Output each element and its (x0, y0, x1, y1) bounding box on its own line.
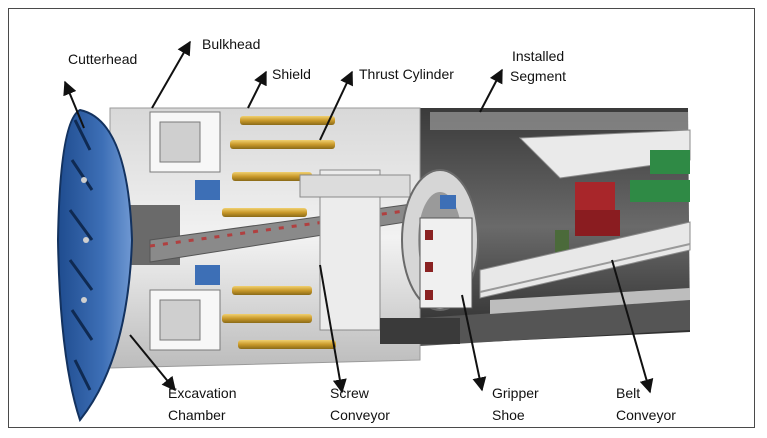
central-frame (299, 169, 411, 331)
shield-label: Shield (272, 66, 311, 82)
excavation-chamber-label-line1: Excavation (168, 385, 237, 401)
cutterhead (56, 108, 134, 423)
installed-segment-arrow (479, 68, 503, 113)
cutterhead-label: Cutterhead (68, 51, 138, 67)
thrust-cylinder-label: Thrust Cylinder (359, 66, 454, 82)
installed-segment-label-line2: Segment (510, 68, 567, 84)
bulkhead-label: Bulkhead (202, 36, 261, 52)
excavation-chamber-label-line2: Chamber (168, 407, 226, 423)
gripper-shoe-label-line2: Shoe (492, 407, 525, 423)
excavation-chamber-arrow (129, 334, 176, 392)
screw-conveyor-arrow (319, 264, 347, 394)
belt-conveyor-label-line2: Conveyor (616, 407, 676, 423)
belt-conveyor-label-line1: Belt (616, 385, 641, 401)
belt-conveyor-arrow (611, 259, 654, 394)
backup-gantry (479, 129, 691, 314)
gripper-shoe-label-line1: Gripper (492, 385, 539, 401)
gripper-shoe-arrow (461, 294, 487, 392)
thrust-cylinders (222, 116, 336, 349)
screw-conveyor-label-line1: Screw (330, 385, 369, 401)
bulkhead-arrow (151, 40, 191, 109)
shield-arrow (247, 70, 267, 109)
leader-arrows (63, 40, 654, 394)
installed-segment-label-line1: Installed (512, 48, 565, 64)
cutterhead-arrow (63, 80, 85, 129)
thrust-cylinder-arrow (319, 70, 353, 141)
gripper-shoe (380, 169, 479, 344)
screw-conveyor-label-line2: Conveyor (330, 407, 390, 423)
